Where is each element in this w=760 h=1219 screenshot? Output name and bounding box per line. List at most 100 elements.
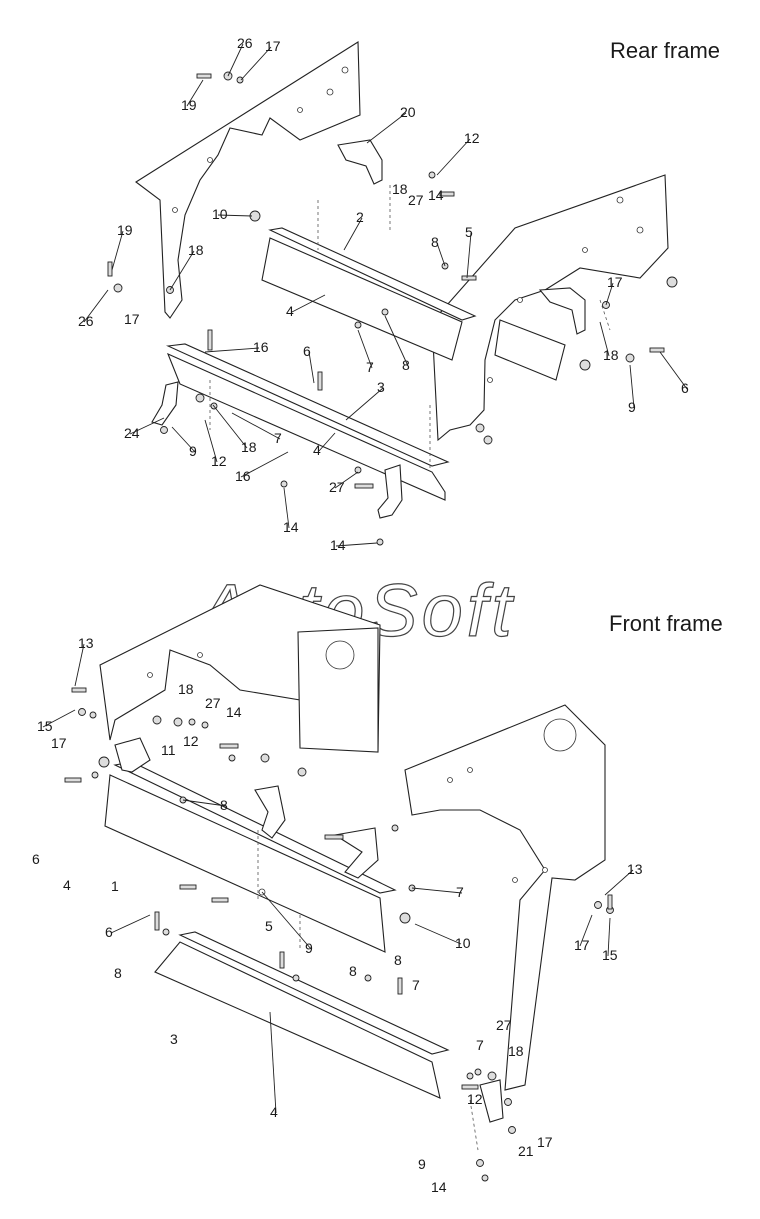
front-callout-label: 6: [32, 851, 40, 867]
front-callout-label: 13: [78, 635, 94, 651]
rear-callout-label: 19: [117, 222, 133, 238]
front-leader-line: [261, 891, 312, 950]
front-center-plate: [297, 627, 379, 753]
front-callout-label: 14: [226, 704, 242, 720]
right-plate-hole: [543, 718, 577, 752]
front-callout-label: 1: [111, 878, 119, 894]
front-bracket-21: [479, 1079, 504, 1123]
rear-callout-label: 6: [303, 343, 311, 359]
rear-callout-label: 9: [189, 443, 197, 459]
rear-frame-assembly: [107, 41, 678, 546]
front-leader-line: [607, 917, 611, 957]
front-callout-label: 9: [418, 1156, 426, 1172]
rear-callout-label: 7: [274, 430, 282, 446]
front-callout-label: 12: [467, 1091, 483, 1107]
rear-leader-line: [171, 426, 196, 453]
front-leader-line: [604, 869, 634, 896]
rear-leader-line: [335, 542, 378, 547]
rear-callout-label: 14: [330, 537, 346, 553]
front-hinge-right: [333, 827, 379, 879]
rear-callout-label: 16: [253, 339, 269, 355]
front-callout-label: 18: [178, 681, 194, 697]
rear-hinge-right: [538, 287, 586, 335]
front-callout-label: 8: [349, 963, 357, 979]
rear-callout-label: 7: [366, 359, 374, 375]
rear-leader-line: [83, 289, 109, 323]
front-leader-line: [414, 923, 462, 945]
rear-leader-line: [212, 404, 248, 449]
rear-callout-label: 14: [428, 187, 444, 203]
rear-hardware: [107, 71, 678, 546]
front-callout-label: 8: [114, 965, 122, 981]
front-guide-lines: [257, 830, 479, 1151]
front-leader-line: [269, 1011, 277, 1114]
rear-leader-line: [357, 329, 373, 369]
front-callout-label: 11: [161, 742, 176, 758]
front-callout-label: 15: [37, 718, 53, 734]
rear-callout-label: 20: [400, 104, 416, 120]
front-lower-apron: [154, 941, 441, 1099]
rear-callout-label: 26: [78, 313, 94, 329]
rear-left-side-plate: [135, 41, 361, 319]
rear-callout-label: 27: [408, 192, 424, 208]
front-frame-assembly: [64, 584, 614, 1182]
front-callout-label: 14: [431, 1179, 447, 1195]
front-bracket-11: [114, 737, 151, 773]
rear-leader-line: [240, 46, 272, 81]
rear-callout-label: 18: [188, 242, 204, 258]
front-callout-label: 27: [496, 1017, 512, 1033]
rear-leader-line: [111, 230, 124, 271]
rear-leader-line: [240, 451, 289, 478]
front-hardware: [64, 687, 614, 1182]
rear-leader-line: [605, 282, 614, 306]
rear-leader-line: [345, 387, 384, 421]
front-leader-line: [182, 799, 227, 807]
rear-callout-label: 14: [283, 519, 299, 535]
front-callout-label: 17: [537, 1134, 553, 1150]
rear-leader-line: [186, 79, 204, 107]
rear-bracket-24: [151, 381, 179, 426]
rear-callout-label: 8: [402, 357, 410, 373]
front-leader-line: [411, 887, 463, 894]
front-callout-label: 9: [305, 940, 313, 956]
rear-lower-apron: [166, 352, 446, 501]
rear-leader-line: [436, 138, 471, 176]
front-callout-label: 15: [602, 947, 618, 963]
front-callout-label: 27: [205, 695, 221, 711]
front-leader-line: [74, 643, 85, 687]
front-callout-label: 17: [51, 735, 67, 751]
rear-callout-label: 2: [356, 209, 364, 225]
rear-right-apron: [494, 319, 566, 381]
rear-leader-line: [466, 232, 472, 279]
front-callout-label: 8: [220, 797, 228, 813]
front-lower-crossbar: [178, 931, 450, 1055]
rear-callout-label: 24: [124, 425, 140, 441]
rear-callout-label: 5: [465, 224, 473, 240]
rear-upper-apron: [261, 237, 463, 361]
front-upper-apron: [104, 774, 386, 953]
rear-leader-line: [204, 419, 218, 463]
rear-callout-label: 18: [392, 181, 408, 197]
front-leader-line: [110, 914, 151, 934]
rear-leader-line: [217, 214, 253, 217]
rear-plate-holes: [172, 66, 644, 383]
rear-callout-label: 4: [286, 303, 294, 319]
front-callout-label: 18: [508, 1043, 524, 1059]
rear-callout-label: 9: [628, 399, 636, 415]
rear-callout-label: 18: [241, 439, 257, 455]
rear-callout-label: 12: [464, 130, 480, 146]
rear-leader-line: [231, 412, 281, 440]
rear-leader-line: [629, 364, 635, 409]
front-callout-label: 3: [170, 1031, 178, 1047]
front-leader-line: [42, 709, 76, 728]
front-callout-label: 7: [456, 884, 464, 900]
rear-leader-line: [384, 315, 409, 367]
rear-upper-crossbar: [268, 227, 477, 321]
rear-leader-line: [129, 417, 165, 435]
rear-callout-label: 16: [235, 468, 251, 484]
front-callout-label: 12: [183, 733, 199, 749]
rear-callout-label: 3: [377, 379, 385, 395]
rear-leader-line: [227, 43, 244, 77]
